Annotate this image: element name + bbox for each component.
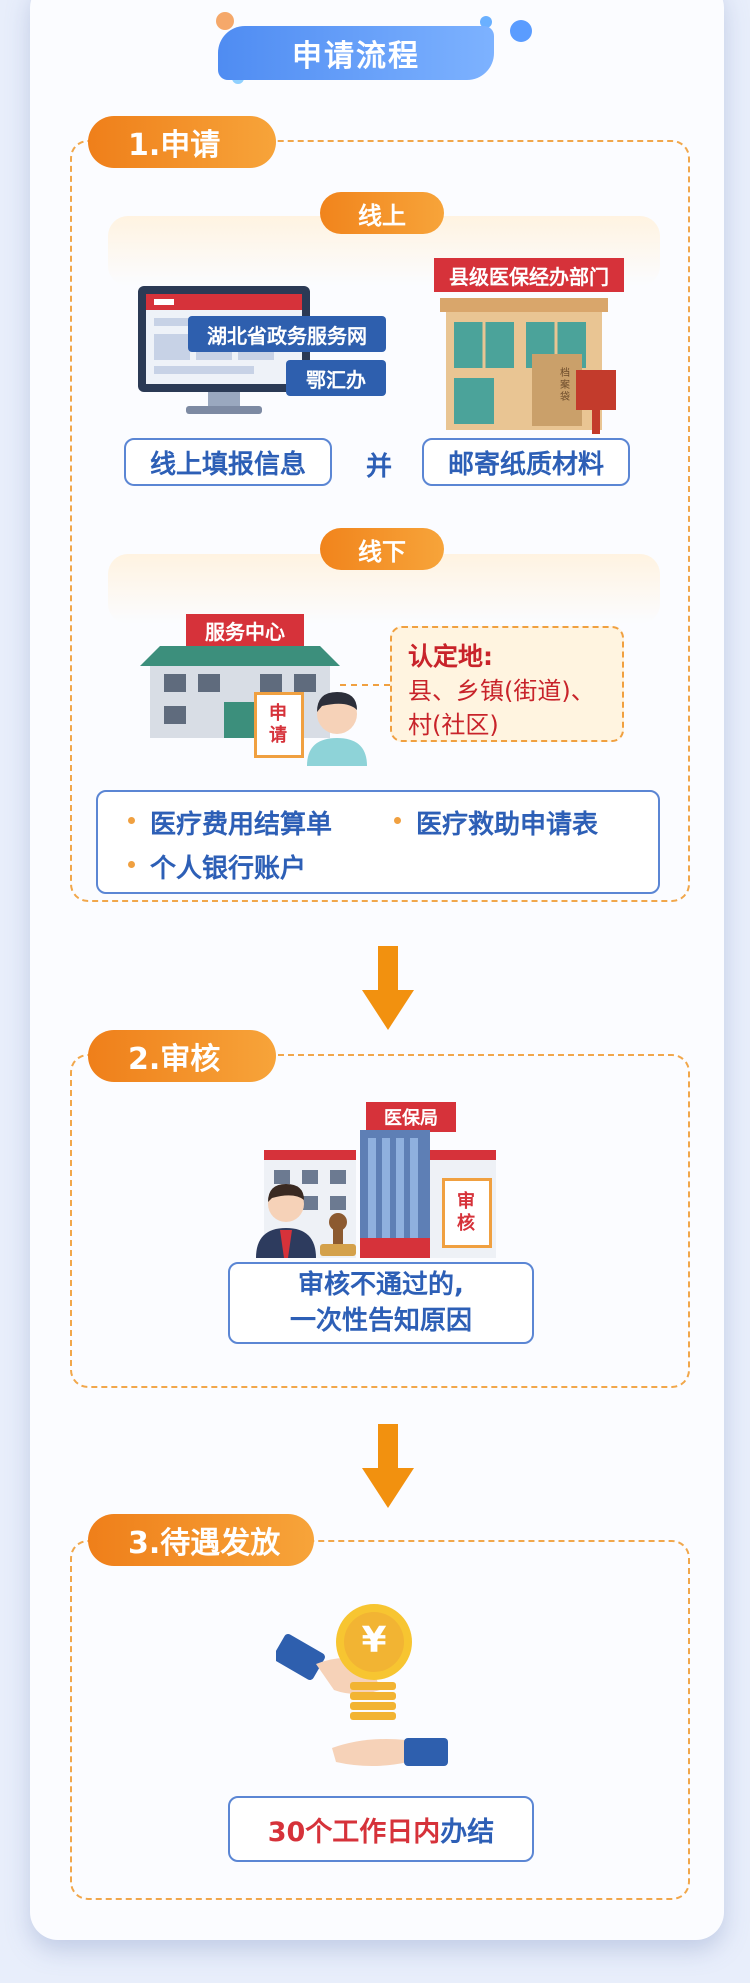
person-avatar (302, 684, 372, 766)
page-title: 申请流程 (218, 26, 494, 80)
service-center-sign: 服务中心 (186, 614, 304, 646)
review-note-line-2: 一次性告知原因 (289, 1306, 472, 1336)
connector-line (340, 684, 390, 686)
note-line-1: 县、乡镇(街道)、 (408, 677, 595, 705)
result-days: 30个工作日内 (267, 1816, 441, 1848)
service-center-building-icon (140, 644, 340, 740)
application-form-icon: 申请 (254, 692, 304, 758)
offline-label: 线下 (320, 528, 444, 570)
yuan-coin-symbol: ¥ (361, 1620, 387, 1661)
payment-hands-icon (273, 1594, 452, 1774)
decor-dot (216, 12, 234, 30)
step-2-box (70, 1054, 690, 1388)
step-1-box (70, 140, 690, 902)
review-form-icon: 审核 (442, 1178, 492, 1248)
document-item: 个人银行账户 (127, 848, 306, 885)
official-avatar (254, 1174, 318, 1258)
action-fill-online: 线上填报信息 (124, 438, 332, 486)
document-item: 医疗救助申请表 (393, 804, 598, 841)
review-note-line-1: 审核不通过的, (298, 1270, 464, 1300)
form-text: 审核 (457, 1191, 475, 1234)
certification-location-note: 认定地: 县、乡镇(街道)、 村(社区) (390, 626, 624, 742)
stamp-icon (316, 1212, 360, 1260)
platform-tag-ehuiban: 鄂汇办 (286, 360, 386, 396)
form-text: 申请 (269, 703, 287, 746)
review-note-box: 审核不通过的, 一次性告知原因 (228, 1262, 534, 1344)
step-3-box (70, 1540, 690, 1900)
result-complete: 办结 (440, 1816, 495, 1848)
platform-tag-hubei: 湖北省政务服务网 (188, 316, 386, 352)
and-text: 并 (366, 452, 393, 482)
step-1-label: 1.申请 (88, 116, 276, 168)
note-title: 认定地: (408, 642, 493, 671)
decor-dot (510, 20, 532, 42)
note-line-2: 村(社区) (408, 711, 499, 739)
office-building-icon (436, 294, 624, 436)
insurance-bureau-sign: 医保局 (366, 1102, 456, 1132)
online-label: 线上 (320, 192, 444, 234)
step-2-label: 2.审核 (88, 1030, 276, 1082)
result-box: 30个工作日内办结 (228, 1796, 534, 1862)
document-item: 医疗费用结算单 (127, 804, 332, 841)
action-mail-materials: 邮寄纸质材料 (422, 438, 630, 486)
down-arrow-icon (362, 1424, 414, 1512)
required-documents-box: 医疗费用结算单 医疗救助申请表 个人银行账户 (96, 790, 660, 894)
envelope-text: 档案袋 (560, 368, 570, 403)
decor-dot (480, 16, 492, 28)
step-3-label: 3.待遇发放 (88, 1514, 314, 1566)
down-arrow-icon (362, 946, 414, 1034)
office-sign: 县级医保经办部门 (434, 258, 624, 292)
